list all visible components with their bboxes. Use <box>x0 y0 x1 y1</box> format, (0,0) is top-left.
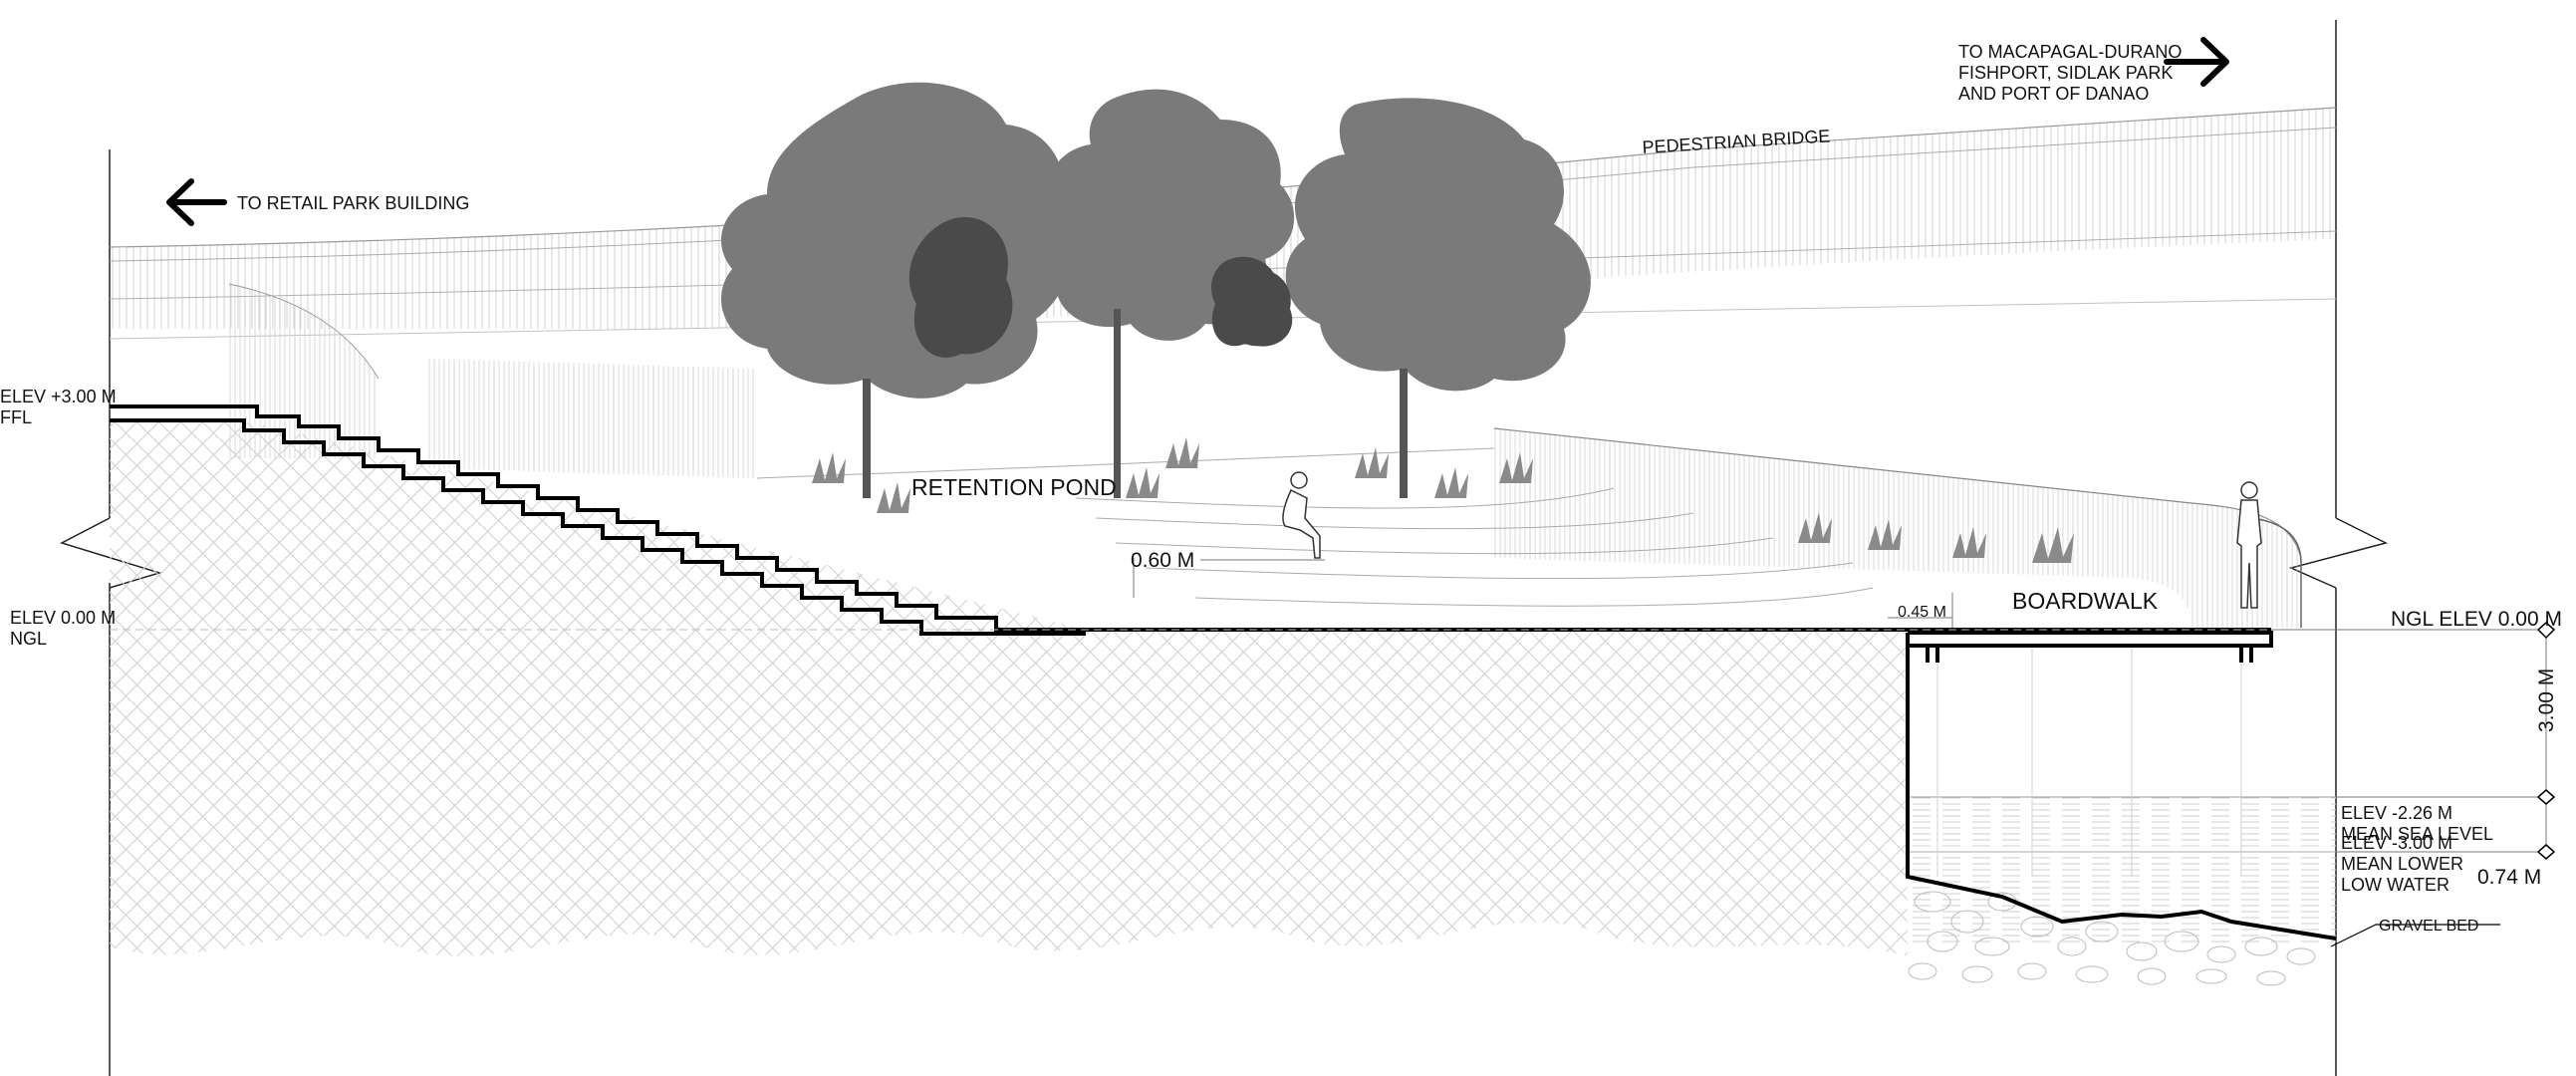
arrow-left-icon <box>166 178 227 226</box>
shrubs <box>812 437 2074 563</box>
label-dim-045: 0.45 M <box>1898 604 1946 621</box>
label-dim-060: 0.60 M <box>1131 549 1195 572</box>
label-to-retail: TO RETAIL PARK BUILDING <box>237 193 470 213</box>
gravel-bed <box>1908 891 2316 986</box>
label-dim-074: 0.74 M <box>2477 866 2542 889</box>
label-boardwalk: BOARDWALK <box>2012 588 2159 614</box>
label-mean-sea-level: ELEV -2.26 M MEAN SEA LEVEL <box>2341 803 2494 845</box>
boardwalk-railing <box>1493 427 2302 628</box>
person-sitting <box>1282 471 1321 559</box>
water-body <box>1908 648 2336 946</box>
dimension-markers <box>2536 622 2556 860</box>
label-ngl-elev-right: NGL ELEV 0.00 M <box>2391 608 2562 631</box>
arrow-right-icon <box>2164 37 2229 87</box>
label-dim-300: 3.00 M <box>2535 668 2558 732</box>
label-elev-ffl: ELEV +3.00 M FFL <box>0 387 117 428</box>
label-retention-pond: RETENTION POND <box>911 474 1117 500</box>
label-to-macapagal: TO MACAPAGAL-DURANO FISHPORT, SIDLAK PAR… <box>1958 42 2183 105</box>
reference-lines <box>110 558 2547 853</box>
person-standing <box>2236 481 2262 609</box>
tree-left <box>720 82 1071 498</box>
tree-right <box>1226 98 1591 498</box>
label-mean-lower-low-water: ELEV -3.00 M MEAN LOWER LOW WATER <box>2341 833 2464 896</box>
gravel-bed-leader <box>2330 924 2500 947</box>
label-elev-ngl: ELEV 0.00 M NGL <box>10 608 117 650</box>
label-gravel-bed: GRAVEL BED <box>2379 918 2479 935</box>
